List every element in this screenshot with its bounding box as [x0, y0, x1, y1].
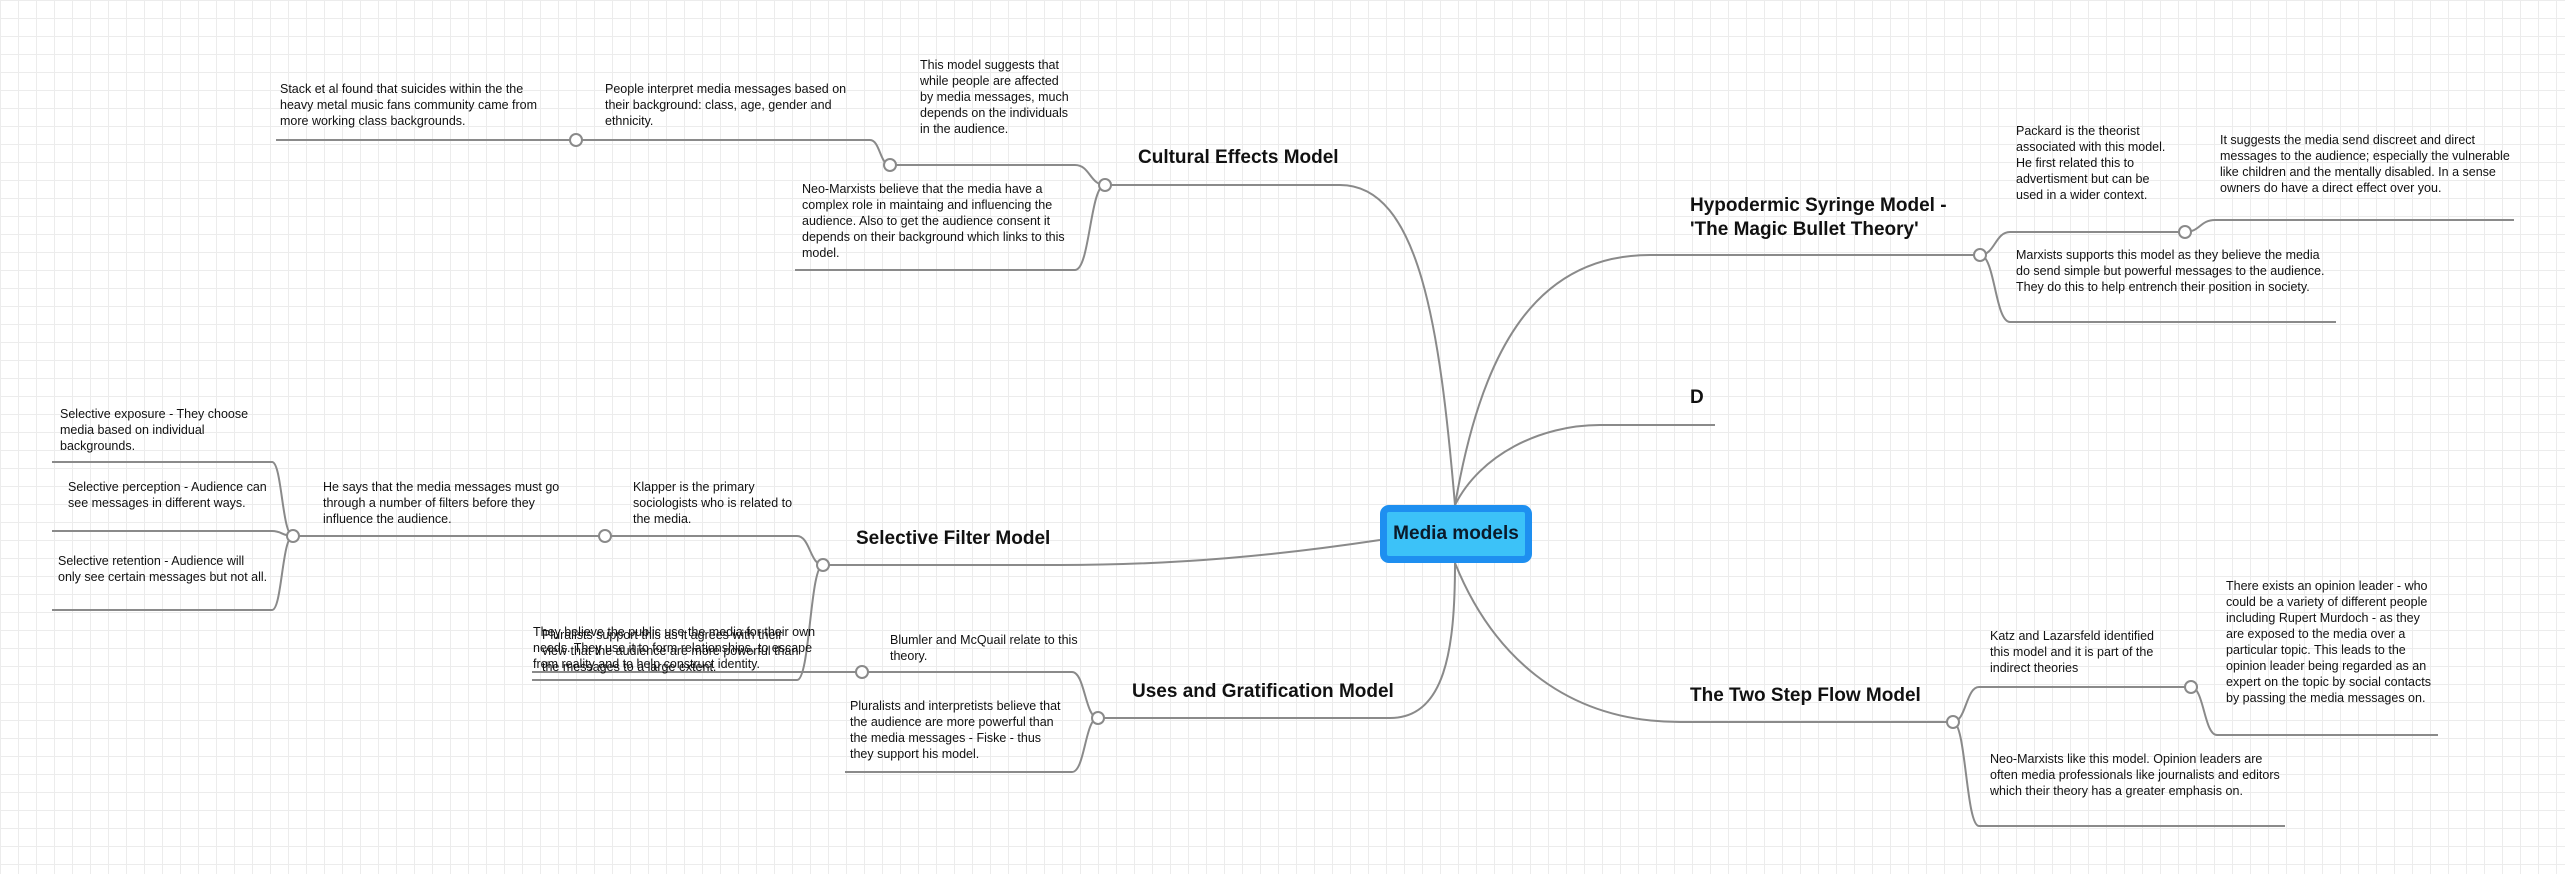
topic-cultural-effects[interactable]: Cultural Effects Model: [1138, 147, 1339, 168]
note-marxists[interactable]: Marxists supports this model as they bel…: [2016, 248, 2325, 294]
note-public-use-media[interactable]: They believe the public use the media fo…: [533, 625, 816, 671]
topic-two-step-flow[interactable]: The Two Step Flow Model: [1690, 685, 1921, 706]
note-filters[interactable]: He says that the media messages must go …: [323, 480, 560, 526]
node-handle: [1946, 715, 1960, 729]
node-handle: [883, 158, 897, 172]
note-packard[interactable]: Packard is the theorist associated with …: [2016, 124, 2166, 202]
note-opinion-leader[interactable]: There exists an opinion leader - who cou…: [2226, 579, 2431, 705]
node-handle: [1091, 711, 1105, 725]
note-blumler-mcquail[interactable]: Blumler and McQuail relate to this theor…: [890, 633, 1078, 663]
note-model-suggests[interactable]: This model suggests that while people ar…: [920, 58, 1069, 136]
note-neo-marxists-cultural[interactable]: Neo-Marxists believe that the media have…: [802, 182, 1065, 260]
node-handle: [1973, 248, 1987, 262]
note-selective-exposure[interactable]: Selective exposure - They choose media b…: [60, 407, 249, 453]
branch-d: [1454, 424, 1715, 506]
note-selective-perception[interactable]: Selective perception - Audience can see …: [68, 480, 267, 510]
note-pluralists-interpretists[interactable]: Pluralists and interpretists believe tha…: [850, 699, 1061, 761]
node-handle: [816, 558, 830, 572]
node-handle: [598, 529, 612, 543]
branch-cultural: [1105, 184, 1456, 506]
node-handle: [286, 529, 300, 543]
branch-uses: [1098, 562, 1456, 719]
topic-selective-filter[interactable]: Selective Filter Model: [856, 528, 1051, 549]
topic-uses-gratification[interactable]: Uses and Gratification Model: [1132, 681, 1394, 702]
node-handle: [855, 665, 869, 679]
topic-hypodermic-syringe[interactable]: Hypodermic Syringe Model - 'The Magic Bu…: [1690, 195, 1947, 240]
branch-selective: [823, 539, 1381, 566]
branch-hypodermic: [1454, 254, 1980, 506]
note-selective-retention[interactable]: Selective retention - Audience will only…: [58, 554, 268, 584]
node-handle: [2178, 225, 2192, 239]
central-topic[interactable]: Media models: [1380, 505, 1532, 563]
note-stack-et-al[interactable]: Stack et al found that suicides within t…: [280, 82, 538, 128]
central-topic-label: Media models: [1393, 523, 1519, 544]
note-neo-marxists-twostep[interactable]: Neo-Marxists like this model. Opinion le…: [1990, 752, 2280, 798]
node-handle: [1098, 178, 1112, 192]
note-pluralists-support[interactable]: Pluralists support this as it agrees wit…: [542, 628, 799, 674]
node-handle: [569, 133, 583, 147]
node-handle: [2184, 680, 2198, 694]
note-katz-lazarsfeld[interactable]: Katz and Lazarsfeld identified this mode…: [1990, 629, 2154, 675]
note-discreet-messages[interactable]: It suggests the media send discreet and …: [2220, 133, 2510, 195]
note-klapper[interactable]: Klapper is the primary sociologists who …: [633, 480, 793, 526]
branch-twostep: [1454, 562, 1953, 723]
topic-d[interactable]: D: [1690, 387, 1704, 408]
note-interpret-background[interactable]: People interpret media messages based on…: [605, 82, 847, 128]
